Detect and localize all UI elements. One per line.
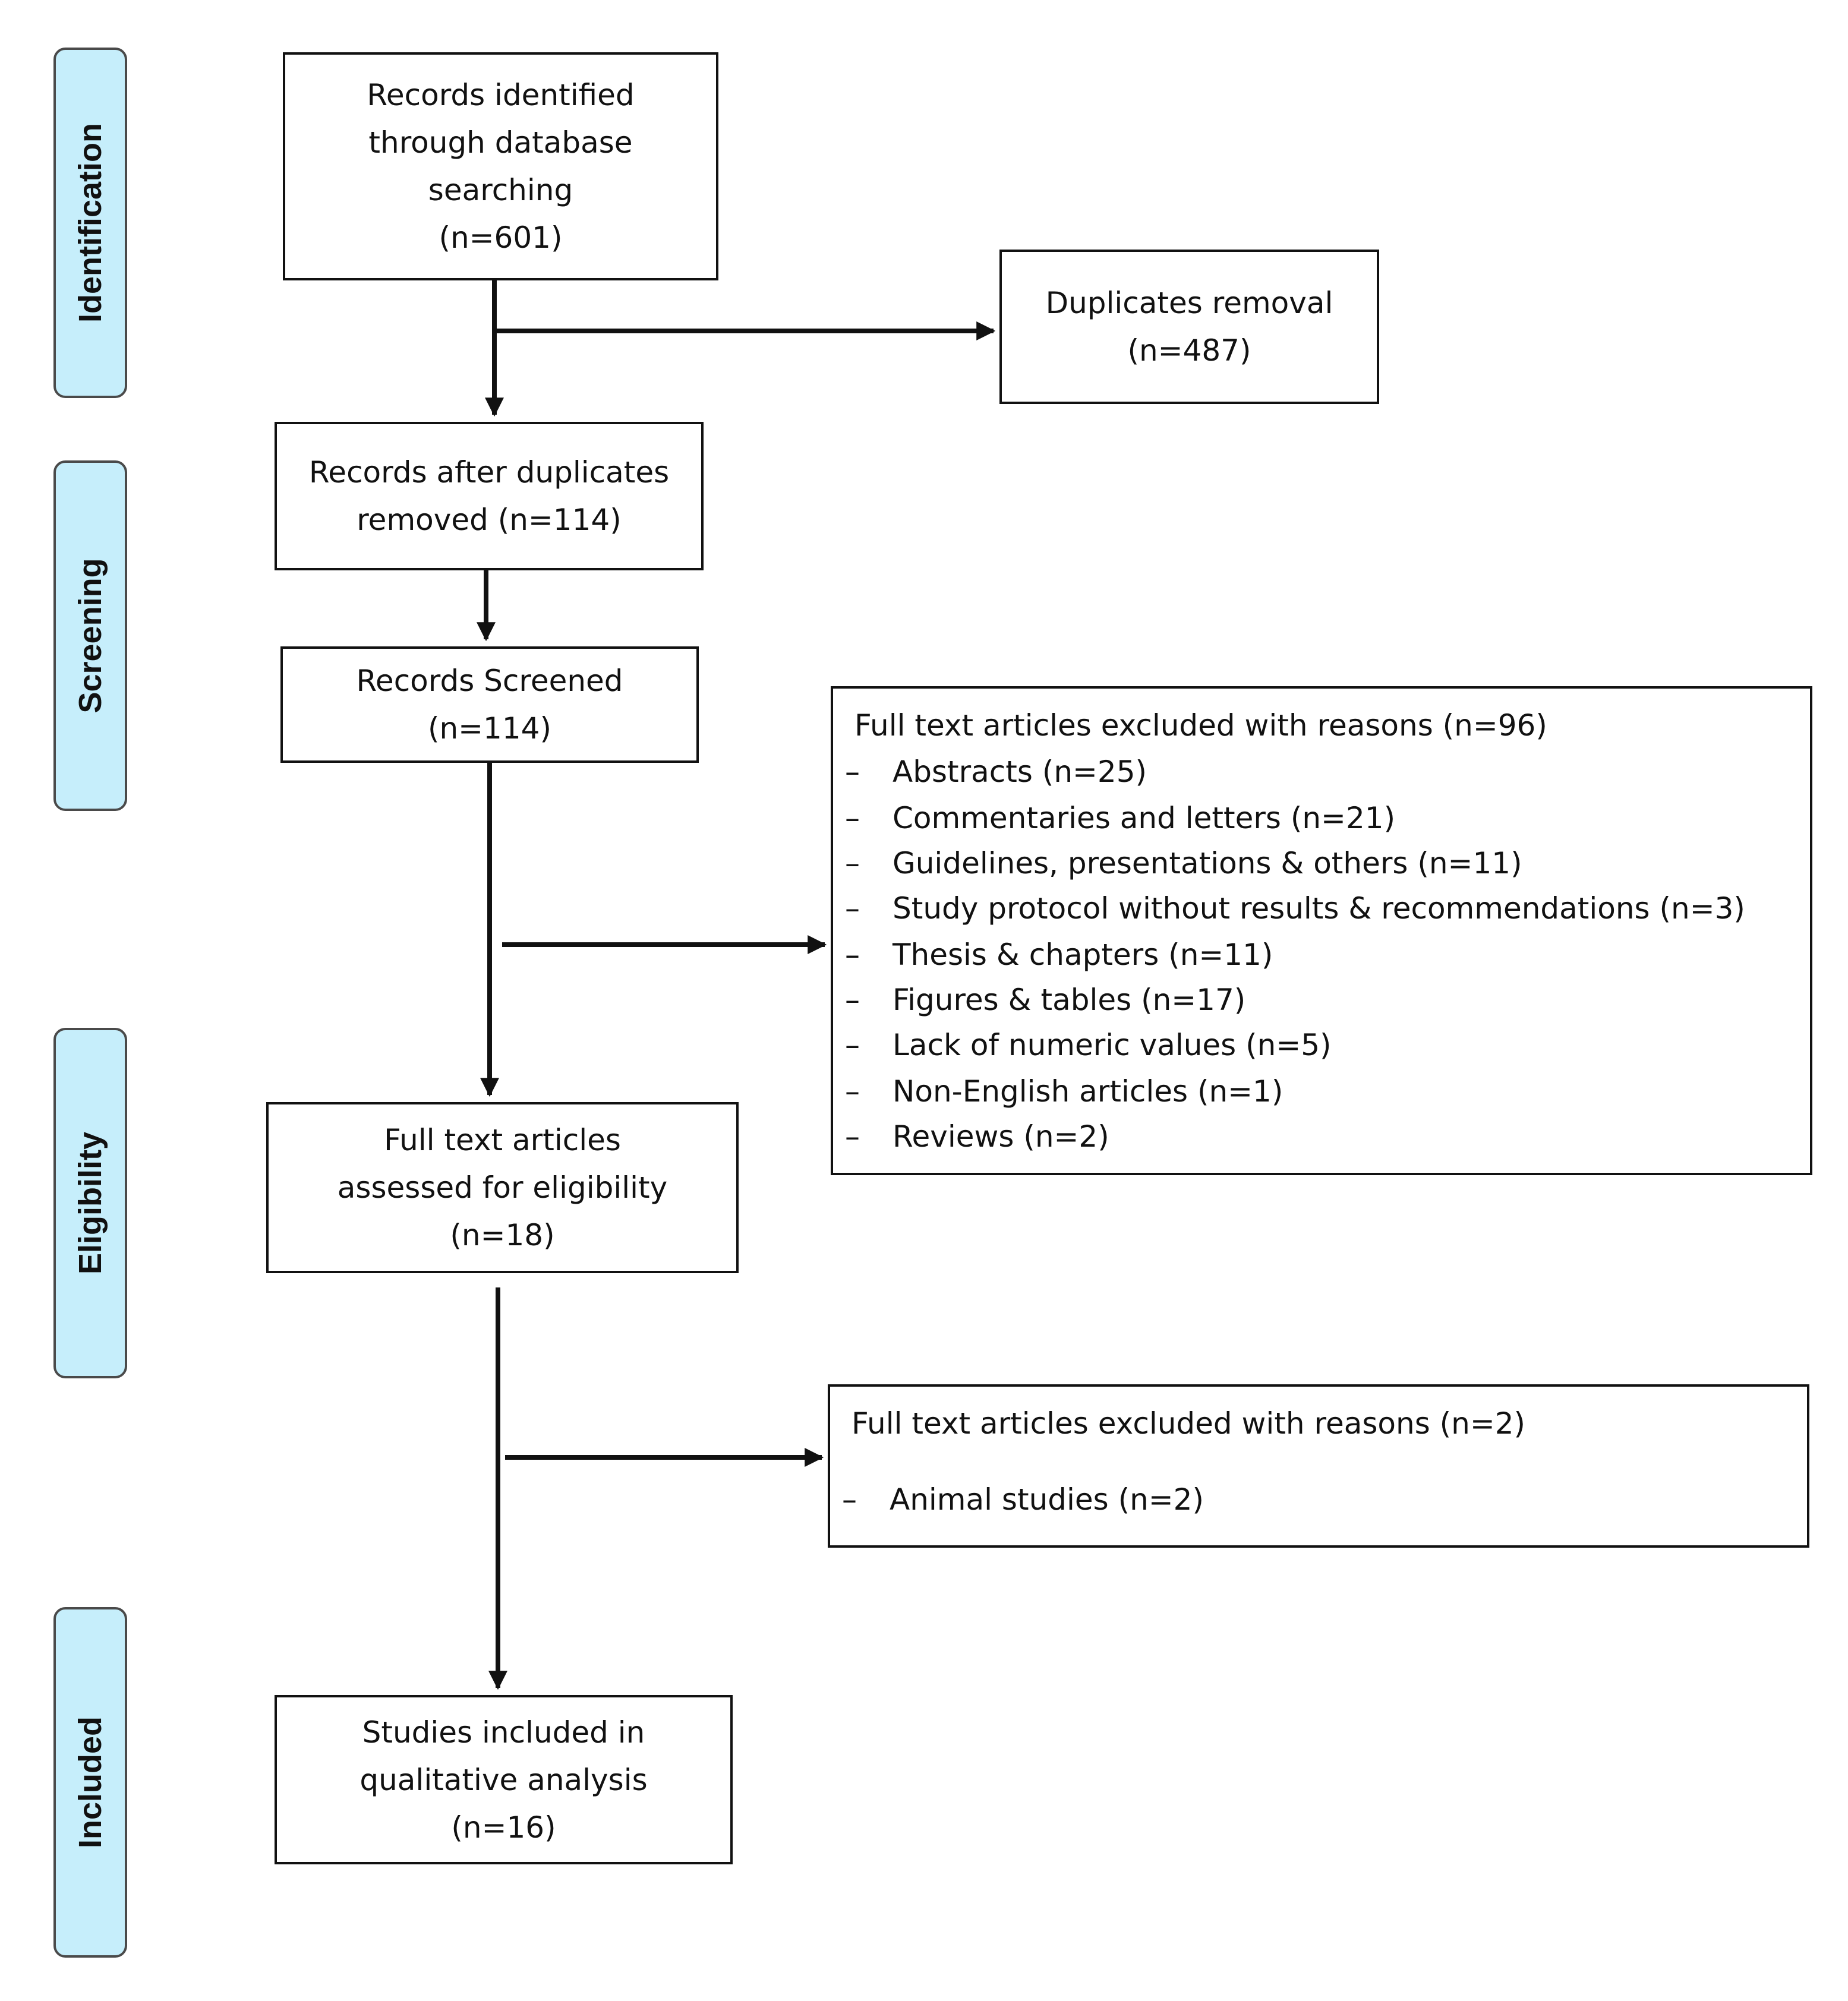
duplicates-removal-count: (n=487) — [1127, 333, 1251, 368]
duplicates-removal-box: Duplicates removal (n=487) — [999, 250, 1379, 404]
exclusion-bullet: – — [845, 755, 860, 789]
exclusion-item-label: Lack of numeric values (n=5) — [893, 1028, 1332, 1062]
exclusion-item-label: Non-English articles (n=1) — [893, 1074, 1283, 1109]
exclusion-item-label: Study protocol without results & recomme… — [893, 891, 1745, 926]
fulltext-assessed-count: (n=18) — [450, 1218, 555, 1252]
studies-included-count: (n=16) — [451, 1810, 556, 1845]
records-identified-line-2: through database — [368, 125, 633, 160]
exclusion-item-label: Thesis & chapters (n=11) — [893, 938, 1273, 972]
exclusion-bullet: – — [845, 891, 860, 926]
records-after-duplicates-line-2: removed (n=114) — [357, 503, 622, 537]
records-identified-box: Records identified through database sear… — [283, 52, 718, 280]
exclusion-item: –Animal studies (n=2) — [842, 1477, 1204, 1523]
phase-identification: Identification — [53, 48, 127, 398]
exclusion-bullet: – — [842, 1482, 857, 1517]
exclusion-item: –Abstracts (n=25) — [845, 749, 1147, 795]
records-identified-line-1: Records identified — [367, 78, 635, 112]
exclusion-bullet: – — [845, 938, 860, 972]
fulltext-exclusions-box: Full text articles excluded with reasons… — [831, 686, 1812, 1175]
exclusion-bullet: – — [845, 1119, 860, 1154]
fulltext-assessed-line-1: Full text articles — [384, 1123, 621, 1157]
exclusion-item: –Non-English articles (n=1) — [845, 1069, 1283, 1115]
records-identified-count: (n=601) — [439, 220, 563, 255]
exclusion-item-label: Commentaries and letters (n=21) — [893, 801, 1396, 835]
records-screened-count: (n=114) — [427, 711, 552, 746]
exclusion-item-label: Guidelines, presentations & others (n=11… — [893, 846, 1522, 880]
exclusion-item-label: Animal studies (n=2) — [890, 1482, 1204, 1517]
exclusion-item: –Figures & tables (n=17) — [845, 977, 1245, 1023]
records-screened-label: Records Screened — [356, 664, 623, 698]
exclusion-bullet: – — [845, 846, 860, 880]
records-identified-line-3: searching — [428, 173, 573, 207]
exclusion-item: –Study protocol without results & recomm… — [845, 886, 1745, 932]
exclusion-item: –Thesis & chapters (n=11) — [845, 932, 1273, 978]
exclusion-bullet: – — [845, 1074, 860, 1109]
eligibility-exclusions-box: Full text articles excluded with reasons… — [828, 1384, 1809, 1548]
exclusion-item-label: Figures & tables (n=17) — [893, 983, 1246, 1017]
phase-included: Included — [53, 1607, 127, 1958]
exclusion-item: –Commentaries and letters (n=21) — [845, 796, 1395, 841]
eligibility-exclusions-title: Full text articles excluded with reasons… — [852, 1406, 1526, 1441]
fulltext-exclusions-title: Full text articles excluded with reasons… — [854, 708, 1547, 743]
studies-included-line-1: Studies included in — [362, 1715, 645, 1750]
exclusion-item-label: Reviews (n=2) — [893, 1119, 1109, 1154]
studies-included-line-2: qualitative analysis — [359, 1762, 648, 1797]
fulltext-assessed-line-2: assessed for eligibility — [337, 1170, 668, 1205]
fulltext-assessed-box: Full text articles assessed for eligibil… — [266, 1102, 739, 1273]
phase-screening: Screening — [53, 460, 127, 811]
phase-eligibility: Eligibility — [53, 1028, 127, 1378]
records-after-duplicates-box: Records after duplicates removed (n=114) — [275, 422, 704, 570]
exclusion-bullet: – — [845, 983, 860, 1017]
exclusion-item: –Reviews (n=2) — [845, 1114, 1109, 1160]
exclusion-item: –Lack of numeric values (n=5) — [845, 1022, 1332, 1068]
studies-included-box: Studies included in qualitative analysis… — [275, 1695, 733, 1864]
exclusion-item-label: Abstracts (n=25) — [893, 755, 1147, 789]
exclusion-bullet: – — [845, 1028, 860, 1062]
duplicates-removal-label: Duplicates removal — [1045, 286, 1333, 320]
records-screened-box: Records Screened (n=114) — [280, 646, 699, 763]
exclusion-item: –Guidelines, presentations & others (n=1… — [845, 841, 1522, 886]
exclusion-bullet: – — [845, 801, 860, 835]
records-after-duplicates-line-1: Records after duplicates — [308, 455, 670, 490]
